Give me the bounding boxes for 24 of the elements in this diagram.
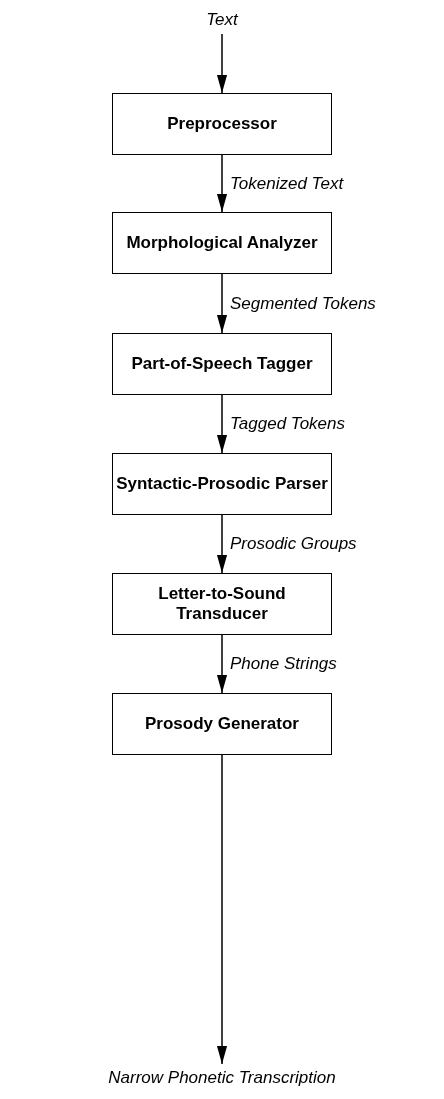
arrow bbox=[216, 154, 228, 213]
arrow bbox=[216, 754, 228, 1065]
arrow bbox=[216, 273, 228, 334]
process-box bbox=[112, 333, 332, 395]
edge-label: Tagged Tokens bbox=[228, 414, 347, 434]
box-label: Letter-to-Sound Transducer bbox=[157, 584, 287, 624]
process-box bbox=[112, 693, 332, 755]
process-box bbox=[112, 212, 332, 274]
arrow bbox=[216, 634, 228, 694]
flow-text: Narrow Phonetic Transcription bbox=[52, 1066, 392, 1090]
box-label: Part-of-Speech Tagger bbox=[131, 354, 313, 374]
flow-text: Text bbox=[172, 8, 272, 32]
process-box bbox=[112, 93, 332, 155]
arrow bbox=[216, 514, 228, 574]
edge-label: Prosodic Groups bbox=[228, 534, 359, 554]
box-label: Morphological Analyzer bbox=[126, 233, 318, 253]
process-box bbox=[112, 573, 332, 635]
arrow bbox=[216, 394, 228, 454]
process-box bbox=[112, 453, 332, 515]
edge-label: Phone Strings bbox=[228, 654, 339, 674]
box-label: Preprocessor bbox=[167, 114, 277, 134]
box-label: Syntactic-Prosodic Parser bbox=[116, 474, 328, 494]
box-label: Prosody Generator bbox=[145, 714, 299, 734]
arrow bbox=[216, 33, 228, 94]
